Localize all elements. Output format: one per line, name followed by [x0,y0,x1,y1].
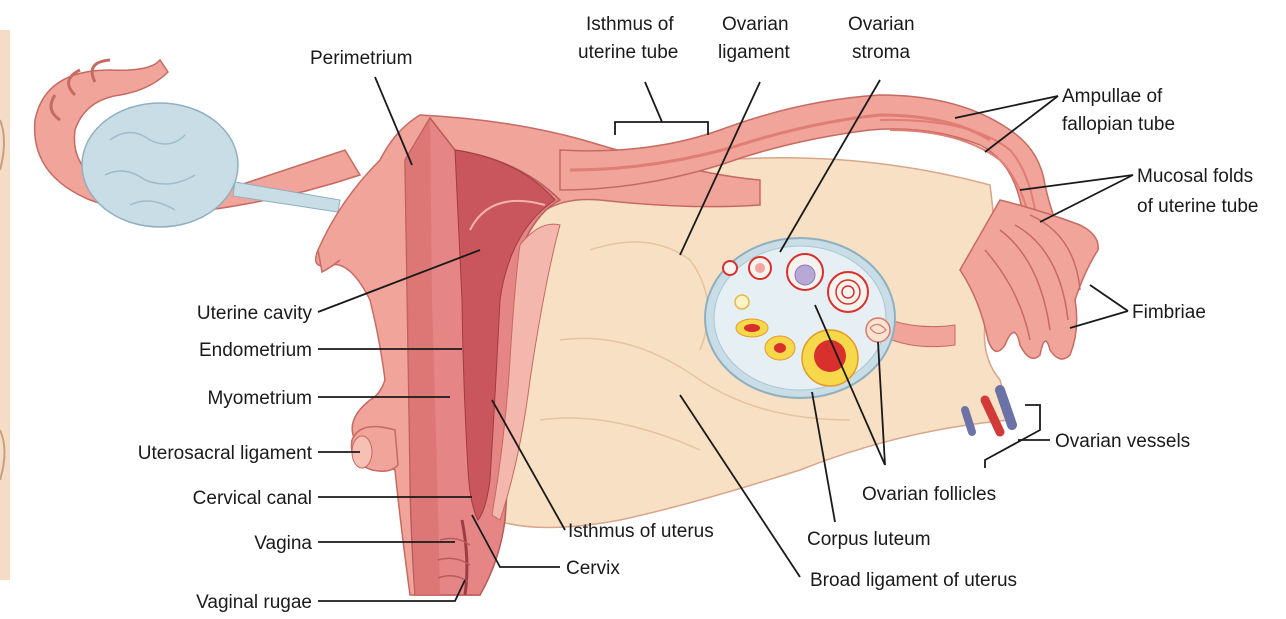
label-isthmus-tube-line2: uterine tube [578,42,678,63]
label-cervix: Cervix [566,558,620,579]
label-mucosal-folds-line2: of uterine tube [1137,196,1258,217]
label-ampullae-line2: fallopian tube [1062,114,1175,135]
left-edge-image-fragment [0,30,10,580]
label-ovarian-ligament-line2: ligament [718,42,791,63]
label-uterosacral-ligament: Uterosacral ligament [138,443,313,464]
label-fimbriae: Fimbriae [1132,302,1206,323]
label-perimetrium: Perimetrium [310,48,412,69]
label-endometrium: Endometrium [199,340,312,361]
label-ovarian-vessels: Ovarian vessels [1055,431,1190,452]
label-ovarian-stroma-line2: stroma [852,42,911,63]
label-vagina: Vagina [254,533,312,554]
label-isthmus-uterus: Isthmus of uterus [568,521,714,542]
label-mucosal-folds-line1: Mucosal folds [1137,166,1253,187]
label-ovarian-ligament-line1: Ovarian [722,14,789,35]
label-broad-ligament: Broad ligament of uterus [810,570,1017,591]
label-uterine-cavity: Uterine cavity [197,303,313,324]
uterosacral-ligament-stub [351,427,398,472]
label-myometrium: Myometrium [207,388,312,409]
label-vaginal-rugae: Vaginal rugae [196,592,312,613]
label-ampullae-line1: Ampullae of [1062,86,1163,107]
label-ovarian-stroma-line1: Ovarian [848,14,915,35]
label-isthmus-tube-line1: Isthmus of [586,14,674,35]
label-cervical-canal: Cervical canal [193,488,312,509]
label-corpus-luteum: Corpus luteum [807,529,931,550]
label-ovarian-follicles: Ovarian follicles [862,484,996,505]
